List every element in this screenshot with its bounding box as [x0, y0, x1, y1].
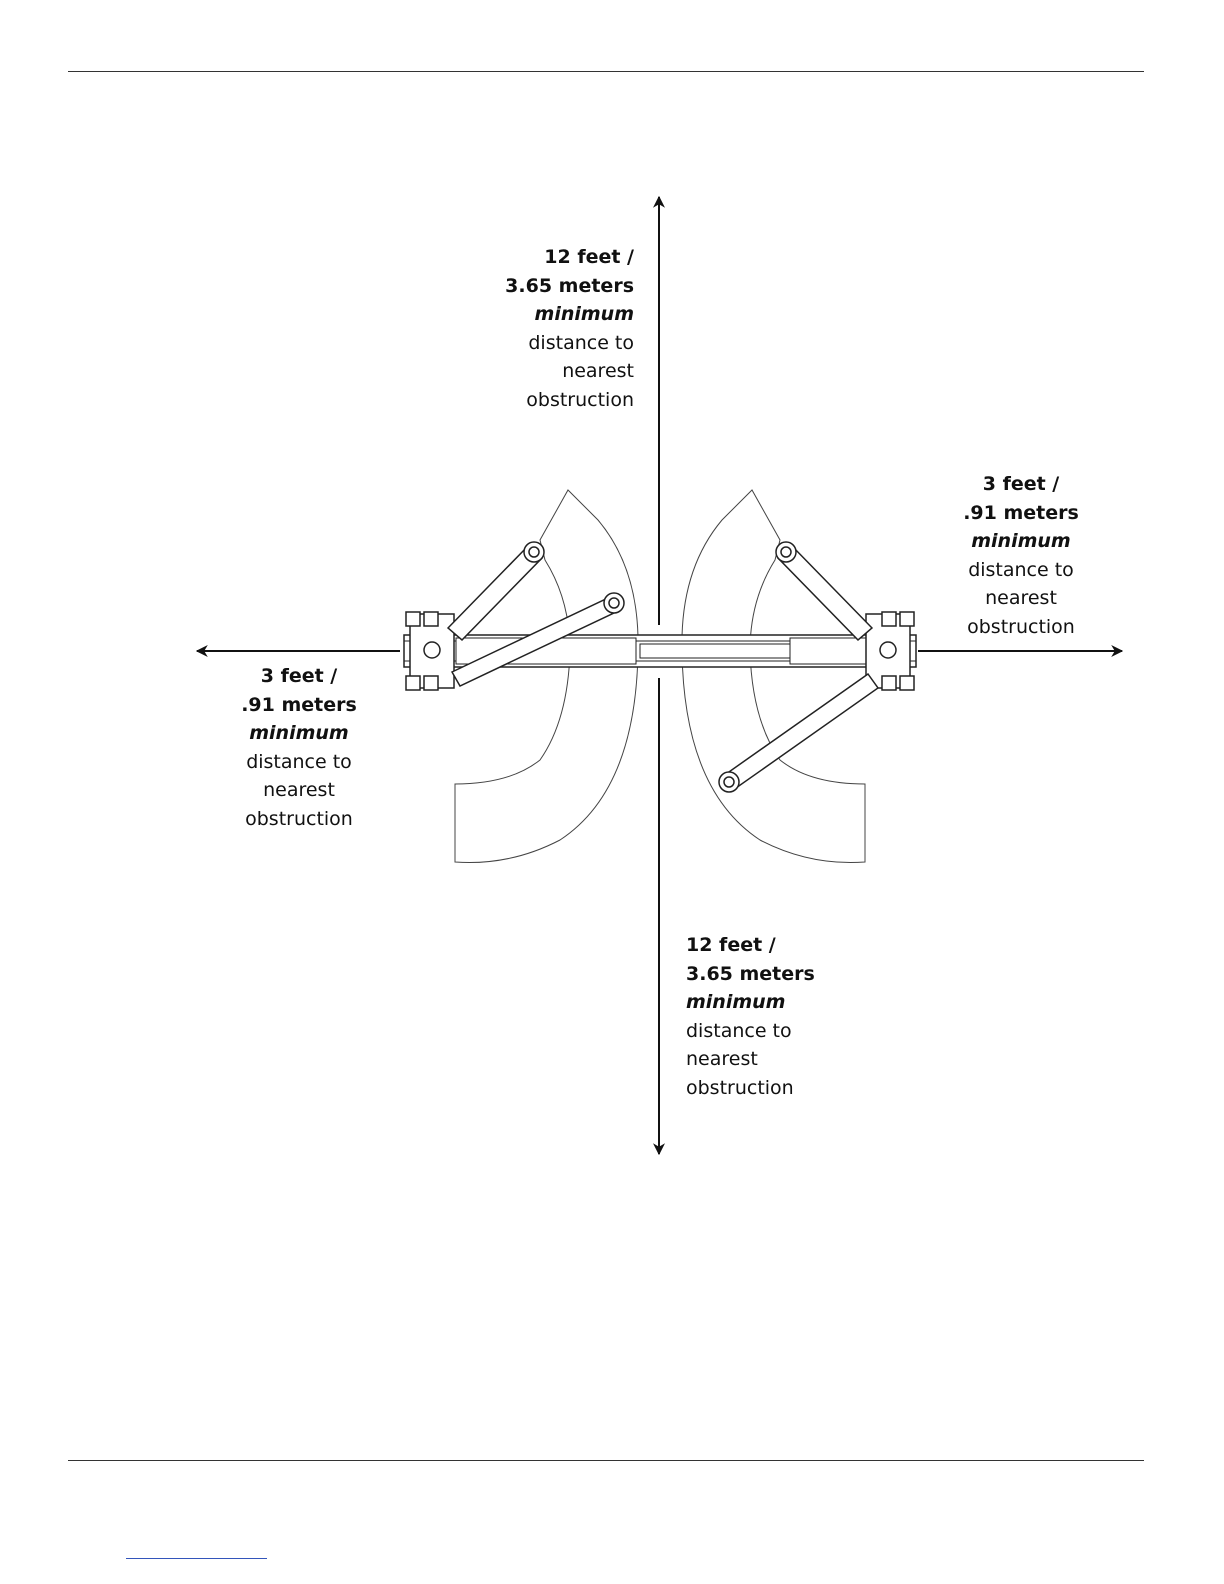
label-bottom-line5: nearest	[686, 1045, 815, 1074]
label-bottom-line2: 3.65 meters	[686, 960, 815, 989]
label-left-line3: minimum	[240, 719, 358, 748]
label-top-line2: 3.65 meters	[505, 272, 634, 301]
label-right-line3: minimum	[962, 527, 1080, 556]
label-bottom-line1: 12 feet /	[686, 931, 815, 960]
label-top-line1: 12 feet /	[505, 243, 634, 272]
arm-right-lower	[726, 674, 878, 788]
label-top-line6: obstruction	[505, 386, 634, 415]
clearance-label-top: 12 feet / 3.65 meters minimum distance t…	[505, 243, 634, 415]
label-left-line2: .91 meters	[240, 691, 358, 720]
clearance-label-left: 3 feet / .91 meters minimum distance to …	[240, 662, 358, 834]
footer-link-underline[interactable]	[126, 1558, 267, 1559]
label-top-line5: nearest	[505, 357, 634, 386]
label-top-line3: minimum	[505, 300, 634, 329]
right-arm-swing-area	[682, 490, 865, 863]
label-bottom-line6: obstruction	[686, 1074, 815, 1103]
label-right-line5: nearest	[962, 584, 1080, 613]
label-right-line2: .91 meters	[962, 499, 1080, 528]
label-left-line5: nearest	[240, 776, 358, 805]
label-left-line4: distance to	[240, 748, 358, 777]
label-left-line6: obstruction	[240, 805, 358, 834]
label-bottom-line4: distance to	[686, 1017, 815, 1046]
left-arm-swing-area	[455, 490, 638, 863]
clearance-label-bottom: 12 feet / 3.65 meters minimum distance t…	[686, 931, 815, 1103]
left-column-base	[406, 612, 454, 690]
label-right-line6: obstruction	[962, 613, 1080, 642]
label-left-line1: 3 feet /	[240, 662, 358, 691]
label-right-line1: 3 feet /	[962, 470, 1080, 499]
label-bottom-line3: minimum	[686, 988, 815, 1017]
label-right-line4: distance to	[962, 556, 1080, 585]
right-column-base	[866, 612, 914, 690]
clearance-label-right: 3 feet / .91 meters minimum distance to …	[962, 470, 1080, 642]
footer-rule	[68, 1460, 1144, 1461]
label-top-line4: distance to	[505, 329, 634, 358]
